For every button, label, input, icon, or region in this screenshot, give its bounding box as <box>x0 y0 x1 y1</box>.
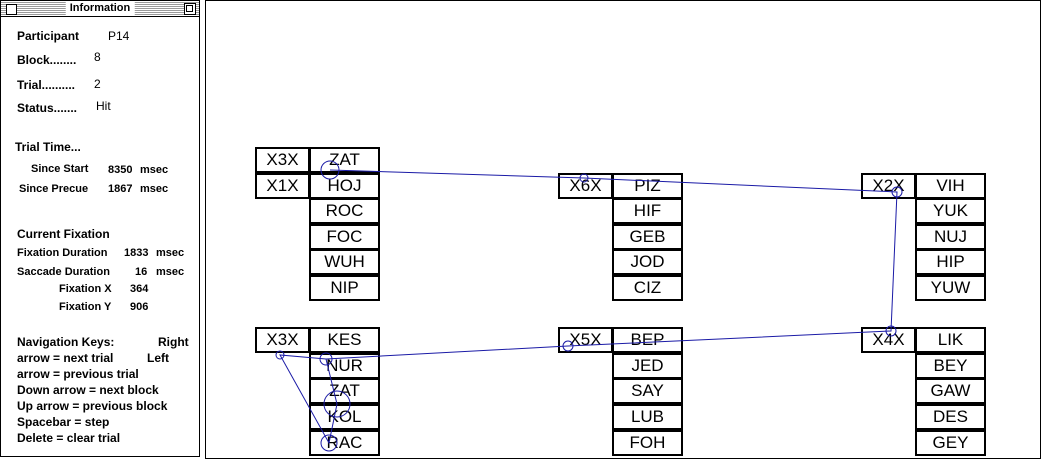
menu-item: ZAT <box>309 147 380 173</box>
menu-label: X1X <box>255 173 310 199</box>
menu-item: BEY <box>915 353 986 379</box>
since-precue-label: Since Precue <box>19 183 89 195</box>
menu-item: HIP <box>915 249 986 275</box>
participant-value: P14 <box>108 29 130 43</box>
menu-item: KES <box>309 327 380 353</box>
menu-item: GAW <box>915 378 986 404</box>
fixation-x-value: 364 <box>130 283 149 295</box>
nav-line: Delete = clear trial <box>17 431 121 445</box>
menu-item: RAC <box>309 430 380 456</box>
nav-line: arrow = previous trial <box>17 367 139 381</box>
menu-item: CIZ <box>612 275 683 301</box>
saccade-duration-value: 16 <box>135 266 148 278</box>
current-fixation-heading: Current Fixation <box>17 227 110 241</box>
status-value: Hit <box>96 99 111 113</box>
menu-item: NUJ <box>915 224 986 250</box>
menu-item: JED <box>612 353 683 379</box>
fixation-x-label: Fixation X <box>59 283 112 295</box>
nav-line: arrow = next trial <box>17 351 114 365</box>
since-start-unit: msec <box>140 164 169 176</box>
fixation-duration-unit: msec <box>156 247 185 259</box>
menu-label: X4X <box>861 327 916 353</box>
menu-item: JOD <box>612 249 683 275</box>
menu-item: FOH <box>612 430 683 456</box>
participant-label: Participant <box>17 29 80 43</box>
menu-item: HIF <box>612 198 683 224</box>
menu-item: ROC <box>309 198 380 224</box>
trial-time-heading: Trial Time... <box>15 140 81 154</box>
menu-item: YUK <box>915 198 986 224</box>
since-precue-value: 1867 <box>108 183 133 195</box>
close-box-icon[interactable] <box>6 4 17 15</box>
since-start-label: Since Start <box>31 163 89 175</box>
since-start-value: 8350 <box>108 164 133 176</box>
menu-item: FOC <box>309 224 380 250</box>
menu-item: LUB <box>612 404 683 430</box>
window-title: Information <box>65 2 135 15</box>
trial-label: Trial.......... <box>17 78 76 92</box>
trial-value: 2 <box>94 77 101 91</box>
menu-label: X3X <box>255 147 310 173</box>
stimulus-display <box>205 0 1041 459</box>
menu-item: HOJ <box>309 173 380 199</box>
fixation-duration-value: 1833 <box>124 247 149 259</box>
information-window: Information Participant P14 Block.......… <box>0 0 200 457</box>
nav-line: Up arrow = previous block <box>17 399 168 413</box>
fixation-y-value: 906 <box>130 301 149 313</box>
nav-right-text: Right <box>158 335 189 349</box>
window-title-bar[interactable]: Information <box>1 1 199 17</box>
saccade-duration-unit: msec <box>156 266 185 278</box>
block-value: 8 <box>94 50 101 64</box>
menu-label: X6X <box>558 173 613 199</box>
menu-item: KOL <box>309 404 380 430</box>
menu-item: BEP <box>612 327 683 353</box>
menu-item: GEB <box>612 224 683 250</box>
menu-item: WUH <box>309 249 380 275</box>
nav-line: Spacebar = step <box>17 415 110 429</box>
menu-item: VIH <box>915 173 986 199</box>
menu-item: YUW <box>915 275 986 301</box>
menu-label: X2X <box>861 173 916 199</box>
menu-item: PIZ <box>612 173 683 199</box>
menu-item: GEY <box>915 430 986 456</box>
menu-label: X5X <box>558 327 613 353</box>
zoom-box-icon[interactable] <box>184 3 196 15</box>
menu-item: NUR <box>309 353 380 379</box>
menu-item: SAY <box>612 378 683 404</box>
menu-item: NIP <box>309 275 380 301</box>
menu-item: LIK <box>915 327 986 353</box>
menu-label: X3X <box>255 327 310 353</box>
fixation-y-label: Fixation Y <box>59 301 112 313</box>
menu-item: DES <box>915 404 986 430</box>
status-label: Status....... <box>17 101 78 115</box>
nav-left-text: Left <box>147 351 169 365</box>
nav-line: Down arrow = next block <box>17 383 159 397</box>
fixation-duration-label: Fixation Duration <box>17 247 108 259</box>
block-label: Block........ <box>17 53 77 67</box>
menu-item: ZAT <box>309 378 380 404</box>
saccade-duration-label: Saccade Duration <box>17 266 110 278</box>
nav-keys-heading: Navigation Keys: <box>17 335 115 349</box>
since-precue-unit: msec <box>140 183 169 195</box>
